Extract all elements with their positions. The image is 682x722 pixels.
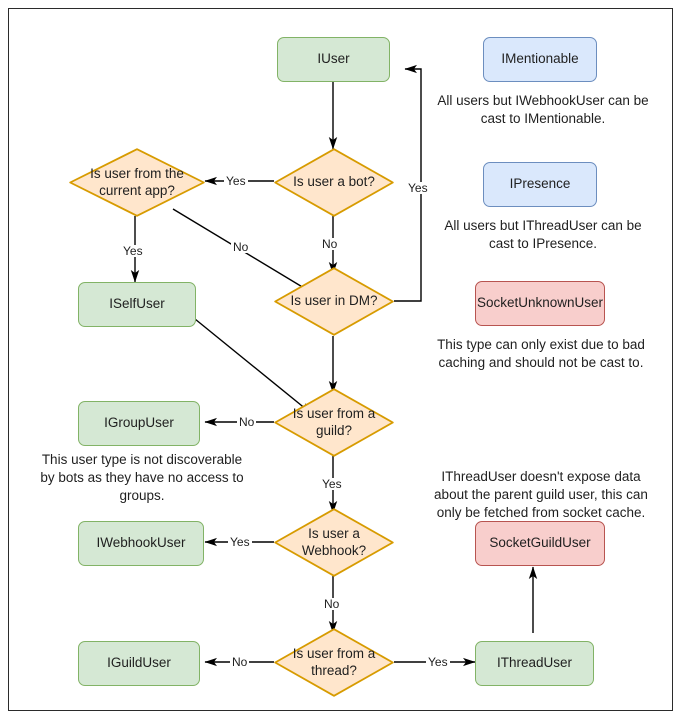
caption-ipresence: All users but IThreadUser can be cast to… xyxy=(444,218,642,251)
caption-socketunknownuser: This type can only exist due to bad cach… xyxy=(437,337,645,370)
edge-label-iswebhook-yes: Yes xyxy=(228,535,252,549)
node-iuser[interactable]: IUser xyxy=(277,37,390,82)
edge-label-isguild-no: No xyxy=(237,415,257,429)
caption-ithreaduser: IThreadUser doesn't expose data about th… xyxy=(434,469,648,520)
node-iwebhookuser[interactable]: IWebhookUser xyxy=(78,521,204,566)
node-is-user-a-webhook[interactable]: Is user a Webhook? xyxy=(274,508,394,577)
node-igroupuser[interactable]: IGroupUser xyxy=(78,401,200,446)
node-ipresence[interactable]: IPresence xyxy=(483,162,597,207)
diamond-shape xyxy=(274,628,394,697)
node-socketunknownuser-label: SocketUnknownUser xyxy=(476,295,604,311)
diagram-canvas: IUser Is user a bot? Is user from the cu… xyxy=(8,8,673,711)
node-is-user-a-bot-label: Is user a bot? xyxy=(293,174,375,190)
node-igroupuser-label: IGroupUser xyxy=(104,415,174,431)
node-socketunknownuser[interactable]: SocketUnknownUser xyxy=(475,281,605,326)
node-iselfuser[interactable]: ISelfUser xyxy=(78,282,196,327)
edge-iselfuser-to-isguild xyxy=(194,318,313,415)
node-iselfuser-label: ISelfUser xyxy=(109,296,165,312)
edge-label-currentapp-yes: Yes xyxy=(121,244,145,258)
node-iguilduser[interactable]: IGuildUser xyxy=(78,641,200,686)
diamond-shape xyxy=(274,508,394,577)
node-iwebhookuser-label: IWebhookUser xyxy=(96,535,186,551)
caption-igroupuser: This user type is not discoverable by bo… xyxy=(40,452,244,503)
node-is-user-from-guild-label: Is user from a guild? xyxy=(292,405,376,438)
node-ipresence-label: IPresence xyxy=(509,176,571,192)
node-is-user-from-current-app[interactable]: Is user from the current app? xyxy=(69,148,205,217)
node-imentionable[interactable]: IMentionable xyxy=(483,37,597,82)
edge-label-isthread-no: No xyxy=(230,655,250,669)
node-is-user-a-webhook-label: Is user a Webhook? xyxy=(301,525,367,558)
node-is-user-in-dm[interactable]: Is user in DM? xyxy=(274,267,394,336)
node-ithreaduser-label: IThreadUser xyxy=(496,655,573,671)
edge-label-currentapp-no: No xyxy=(231,240,251,254)
node-socketguilduser[interactable]: SocketGuildUser xyxy=(475,521,605,566)
node-is-user-from-current-app-label: Is user from the current app? xyxy=(90,165,184,198)
edge-label-isbot-yes: Yes xyxy=(224,174,248,188)
node-ithreaduser[interactable]: IThreadUser xyxy=(475,641,594,686)
diamond-shape xyxy=(274,267,394,336)
edge-label-iswebhook-no: No xyxy=(322,597,342,611)
node-is-user-in-dm-label: Is user in DM? xyxy=(290,293,378,309)
node-is-user-from-thread[interactable]: Is user from a thread? xyxy=(274,628,394,697)
caption-imentionable: All users but IWebhookUser can be cast t… xyxy=(437,93,649,126)
node-socketguilduser-label: SocketGuildUser xyxy=(489,535,591,551)
diamond-shape xyxy=(69,148,205,217)
edge-label-isbot-no: No xyxy=(320,237,340,251)
node-iuser-label: IUser xyxy=(317,51,350,67)
node-is-user-from-thread-label: Is user from a thread? xyxy=(292,645,376,678)
edge-label-isthread-yes: Yes xyxy=(426,655,450,669)
node-is-user-from-guild[interactable]: Is user from a guild? xyxy=(274,388,394,457)
diamond-shape xyxy=(274,388,394,457)
node-iguilduser-label: IGuildUser xyxy=(107,655,171,671)
edge-label-isdm-yes: Yes xyxy=(406,181,430,195)
diamond-shape xyxy=(274,148,394,217)
edge-label-isguild-yes: Yes xyxy=(320,477,344,491)
node-is-user-a-bot[interactable]: Is user a bot? xyxy=(274,148,394,217)
node-imentionable-label: IMentionable xyxy=(501,51,579,67)
